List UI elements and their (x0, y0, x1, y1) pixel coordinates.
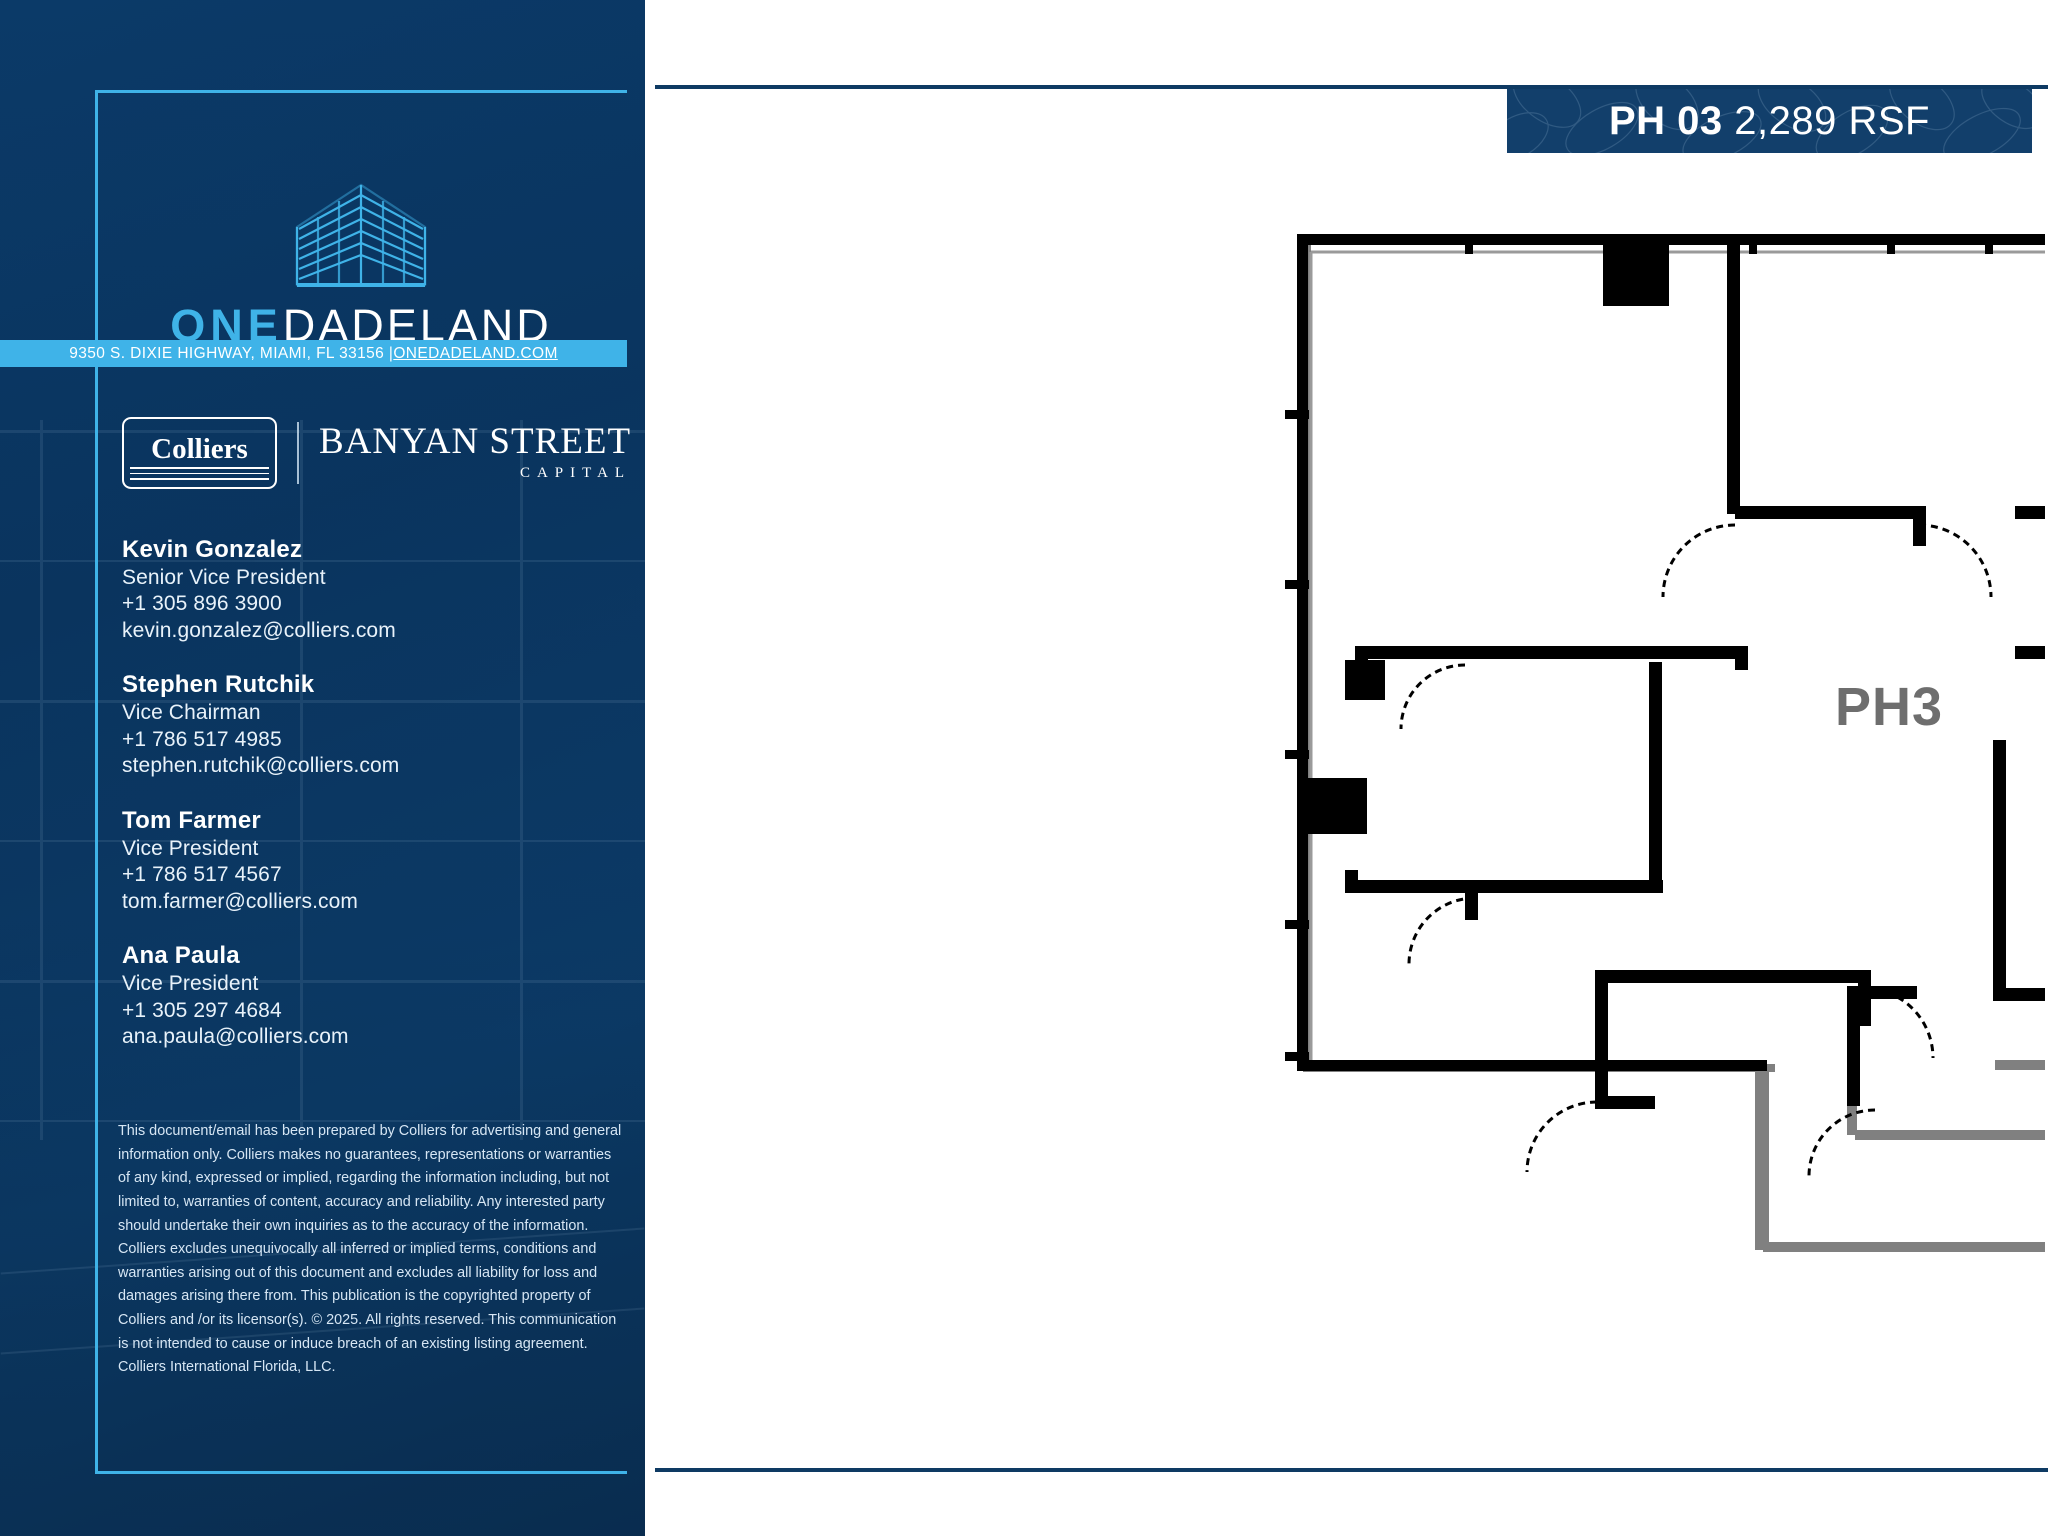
contact-title: Senior Vice President (122, 566, 326, 589)
legal-disclaimer: This document/email has been prepared by… (118, 1123, 622, 1376)
contact-title: Vice President (122, 972, 259, 996)
colliers-wordmark: Colliers (151, 433, 248, 465)
suite-badge-text: PH 03 2,289 RSF (1609, 99, 1930, 144)
contact-phone[interactable]: +1 305 896 3900 (122, 592, 282, 616)
suite-name: PH 03 (1608, 98, 1723, 143)
colliers-rules (130, 463, 269, 480)
suite-badge: PH 03 2,289 RSF (1507, 89, 2032, 153)
floorplan-drawing (1285, 234, 2045, 1252)
contact-name: Tom Farmer (122, 806, 261, 834)
contact-phone[interactable]: +1 786 517 4567 (122, 863, 282, 887)
floorplan-document: PH 03 2,289 RSF (645, 0, 2048, 1536)
contact-name: Stephen Rutchik (122, 671, 315, 699)
contact-card: Stephen Rutchik Vice Chairman +1 786 517… (122, 670, 622, 779)
suite-floorplan-label: PH3 (1835, 677, 1944, 737)
contact-name: Kevin Gonzalez (122, 536, 303, 563)
contact-email[interactable]: stephen.rutchik@colliers.com (122, 754, 400, 778)
banyan-capital-text: CAPITAL (519, 465, 632, 482)
window-mullions (1309, 250, 2045, 1060)
banyan-street-text: BANYAN STREET (319, 420, 632, 462)
contact-phone[interactable]: +1 786 517 4985 (122, 727, 282, 751)
suite-area: 2,289 RSF (1734, 98, 1930, 143)
contact-name: Ana Paula (122, 942, 240, 970)
contact-phone[interactable]: +1 305 297 4684 (122, 998, 282, 1022)
sidebar-frame-border (95, 90, 627, 1474)
address-text: 9350 S. DIXIE HIGHWAY, MIAMI, FL 33156 | (69, 344, 394, 362)
building-icon (295, 183, 427, 287)
contact-title: Vice Chairman (122, 701, 261, 725)
lockup-divider (297, 421, 299, 484)
contact-title: Vice President (122, 836, 259, 860)
contact-email[interactable]: ana.paula@colliers.com (122, 1024, 349, 1048)
door-swing-arcs (1399, 523, 1993, 1177)
contact-email[interactable]: tom.farmer@colliers.com (122, 889, 358, 913)
contact-card: Tom Farmer Vice President +1 786 517 456… (122, 806, 622, 915)
badge-pattern-decoration (1507, 89, 2032, 153)
contact-card: Kevin Gonzalez Senior Vice President +1 … (122, 535, 622, 644)
website-link[interactable]: ONEDADELAND.COM (393, 344, 558, 362)
contact-card: Ana Paula Vice President +1 305 297 4684… (122, 941, 622, 1050)
colliers-banyan-lockup: Colliers BANYAN STREET CAPITAL (122, 410, 630, 495)
floorplan-shadows (1303, 240, 2045, 1252)
colliers-logo: Colliers (122, 416, 277, 489)
contact-email[interactable]: kevin.gonzalez@colliers.com (122, 618, 396, 642)
document-top-rule (655, 85, 2048, 89)
contact-list: Kevin Gonzalez Senior Vice President +1 … (122, 535, 622, 1076)
banyan-street-capital-logo: BANYAN STREET CAPITAL (319, 420, 632, 483)
address-bar: 9350 S. DIXIE HIGHWAY, MIAMI, FL 33156 |… (0, 340, 627, 367)
document-bottom-rule (655, 1468, 2048, 1472)
